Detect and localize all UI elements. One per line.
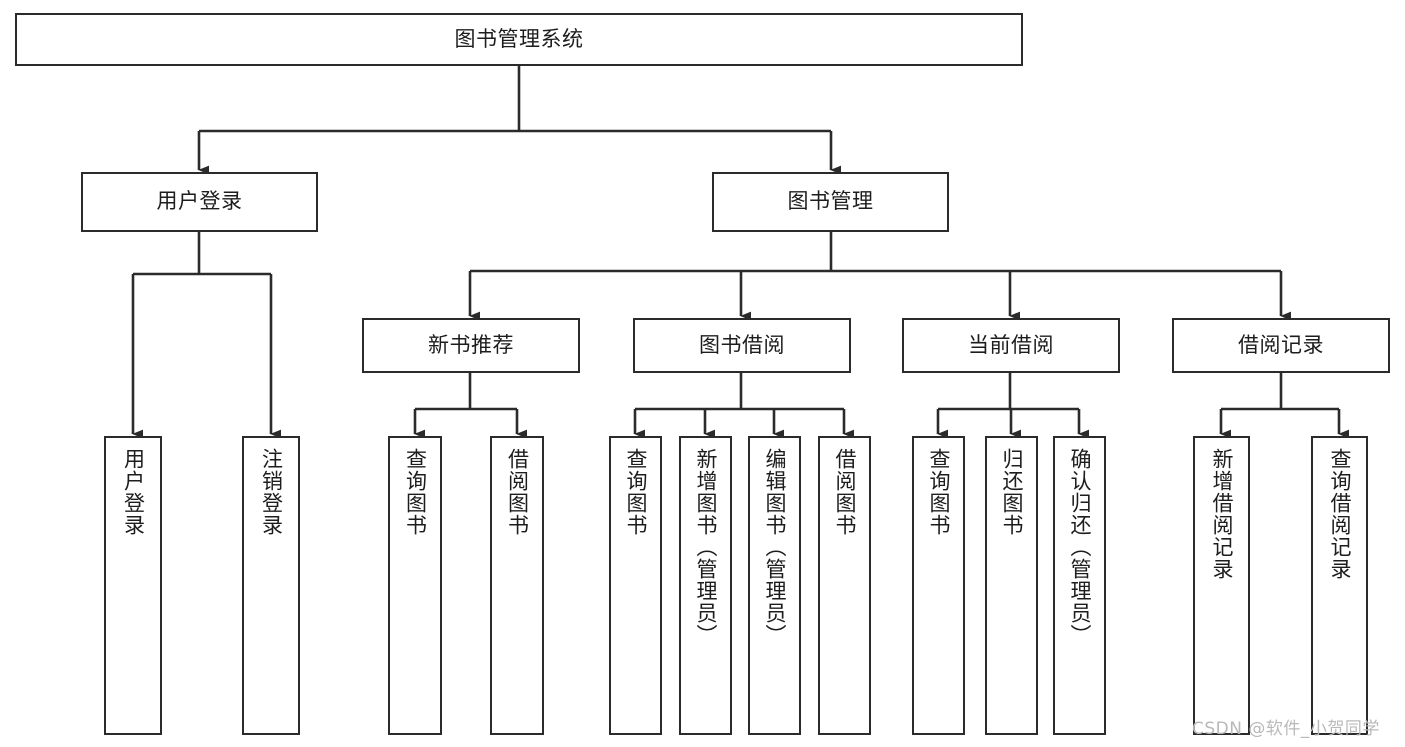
node-book-manage[interactable]: 图书管理: [712, 172, 949, 232]
node-new-book-rec-label: 新书推荐: [428, 332, 514, 357]
node-user-login[interactable]: 用户登录: [81, 172, 318, 232]
leaf-cur-return-label: 归还图书: [999, 448, 1024, 536]
node-borrow-record-label: 借阅记录: [1238, 332, 1324, 357]
csdn-watermark: CSDN @软件_小贺同学: [1192, 719, 1380, 739]
node-new-book-rec[interactable]: 新书推荐: [362, 318, 580, 373]
leaf-record-query-label: 查询借阅记录: [1327, 448, 1352, 580]
leaf-rec-borrow-label: 借阅图书: [505, 448, 530, 536]
leaf-borrow-query-label: 查询图书: [623, 448, 648, 536]
leaf-borrow-add-label: 新增图书（管理员）: [693, 448, 718, 646]
node-root[interactable]: 图书管理系统: [15, 13, 1023, 66]
node-book-manage-label: 图书管理: [787, 189, 874, 214]
leaf-borrow-lend[interactable]: 借阅图书: [818, 436, 871, 735]
leaf-record-add[interactable]: 新增借阅记录: [1193, 436, 1250, 735]
node-current-borrow[interactable]: 当前借阅: [902, 318, 1120, 373]
node-current-borrow-label: 当前借阅: [968, 332, 1054, 357]
leaf-rec-query[interactable]: 查询图书: [388, 436, 442, 735]
leaf-cur-query-label: 查询图书: [926, 448, 951, 536]
leaf-record-add-label: 新增借阅记录: [1209, 448, 1234, 580]
leaf-cur-return[interactable]: 归还图书: [985, 436, 1038, 735]
node-book-borrow-label: 图书借阅: [699, 332, 785, 357]
leaf-record-query[interactable]: 查询借阅记录: [1311, 436, 1368, 735]
leaf-borrow-lend-label: 借阅图书: [832, 448, 857, 536]
leaf-cur-confirm-label: 确认归还（管理员）: [1067, 448, 1092, 646]
node-borrow-record[interactable]: 借阅记录: [1172, 318, 1390, 373]
leaf-cur-query[interactable]: 查询图书: [912, 436, 965, 735]
leaf-cur-confirm[interactable]: 确认归还（管理员）: [1053, 436, 1106, 735]
leaf-user-logout[interactable]: 注销登录: [242, 436, 300, 735]
leaf-borrow-edit-label: 编辑图书（管理员）: [762, 448, 787, 646]
leaf-rec-query-label: 查询图书: [403, 448, 428, 536]
leaf-user-login[interactable]: 用户登录: [104, 436, 162, 735]
leaf-user-logout-label: 注销登录: [259, 448, 284, 536]
node-user-login-label: 用户登录: [156, 189, 243, 214]
node-root-label: 图书管理系统: [454, 26, 584, 51]
node-book-borrow[interactable]: 图书借阅: [633, 318, 851, 373]
leaf-borrow-query[interactable]: 查询图书: [609, 436, 662, 735]
leaf-borrow-edit[interactable]: 编辑图书（管理员）: [748, 436, 801, 735]
leaf-rec-borrow[interactable]: 借阅图书: [490, 436, 544, 735]
leaf-borrow-add[interactable]: 新增图书（管理员）: [679, 436, 732, 735]
leaf-user-login-label: 用户登录: [121, 448, 146, 536]
